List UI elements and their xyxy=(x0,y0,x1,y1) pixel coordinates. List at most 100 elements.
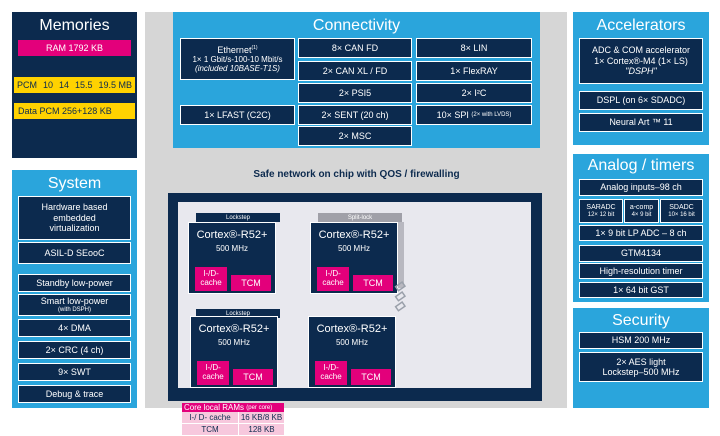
split-lock-link-icon xyxy=(394,281,407,312)
aes-line2: Lockstep–500 MHz xyxy=(602,367,680,377)
memories-title: Memories xyxy=(39,17,110,34)
local-ram-title: Core local RAMs xyxy=(184,403,245,412)
swt-block: 9× SWT xyxy=(18,363,131,381)
dma-block: 4× DMA xyxy=(18,319,131,337)
tcm-block: TCM xyxy=(351,369,391,385)
local-ram-value: 128 KB xyxy=(239,424,284,435)
system-panel: System Hardware based embedded virtualiz… xyxy=(12,170,137,408)
crc-block: 2× CRC (4 ch) xyxy=(18,341,131,359)
aes-line1: 2× AES light xyxy=(616,356,666,367)
saradc-label: SARADC xyxy=(586,203,616,211)
split-lock-tag: Split-lock xyxy=(318,213,402,222)
ethernet-footnote: (1) xyxy=(251,44,258,51)
msc-block: 2× MSC xyxy=(298,126,412,146)
pcm-step: 14 xyxy=(58,80,69,90)
ethernet-block: Ethernet(1) 1× 1 Gbit/s-100-10 Mbit/s (i… xyxy=(180,38,295,80)
core-frequency: 500 MHz xyxy=(337,244,370,253)
gst-block: 1× 64 bit GST xyxy=(579,282,703,298)
ethernet-label: Ethernet xyxy=(217,44,252,55)
neural-art-block: Neural Art ™ 11 xyxy=(579,113,703,132)
acomp-block: a-comp 4× 9 bit xyxy=(624,199,659,223)
acomp-sub: 4× 9 bit xyxy=(631,211,652,218)
spi-sub: (2× with LVDS) xyxy=(471,111,512,118)
aes-block: 2× AES light Lockstep–500 MHz xyxy=(579,352,703,382)
adc-com-accelerator-block: ADC & COM accelerator 1× Cortex®-M4 (1× … xyxy=(579,38,703,84)
system-title: System xyxy=(47,175,102,192)
data-pcm-block: Data PCM 256+128 KB xyxy=(14,103,135,119)
local-ram-value: 16 KB/8 KB xyxy=(239,412,284,423)
smart-lp-label: Smart low-power xyxy=(40,296,109,307)
security-panel: Security HSM 200 MHz 2× AES light Lockst… xyxy=(573,308,709,408)
cache-block: I-/D-cache xyxy=(197,361,229,385)
gtm-block: GTM4134 xyxy=(579,245,703,262)
saradc-block: SARADC 12× 12 bit xyxy=(579,199,623,223)
cache-block: I-/D-cache xyxy=(195,267,227,291)
cortex-r52-core-4: Cortex®-R52+ 500 MHz I-/D-cache TCM xyxy=(308,316,396,388)
core-name: Cortex®-R52+ xyxy=(198,323,270,335)
lp-adc-block: 1× 9 bit LP ADC – 8 ch xyxy=(579,225,703,241)
can-fd-block: 8× CAN FD xyxy=(298,38,412,58)
adc-line1: ADC & COM accelerator xyxy=(591,45,691,56)
core-name: Cortex®-R52+ xyxy=(316,323,388,335)
pcm-step: 10 xyxy=(42,80,53,90)
lockstep-tag: Lockstep xyxy=(196,309,280,318)
cortex-r52-core-1: Cortex®-R52+ 500 MHz I-/D-cache TCM xyxy=(188,222,276,294)
sdadc-label: SDADC xyxy=(669,203,694,211)
connectivity-title: Connectivity xyxy=(312,17,401,34)
flexray-block: 1× FlexRAY xyxy=(416,61,532,81)
tcm-block: TCM xyxy=(231,275,271,291)
core-name: Cortex®-R52+ xyxy=(196,229,268,241)
network-label: Safe network on chip with QOS / firewall… xyxy=(253,169,460,180)
psi5-block: 2× PSI5 xyxy=(298,83,412,103)
security-title: Security xyxy=(612,312,670,329)
i2c-block: 2× I²C xyxy=(416,83,532,103)
lockstep-tag: Lockstep xyxy=(196,213,280,222)
saradc-sub: 12× 12 bit xyxy=(587,211,615,218)
cortex-r52-core-3: Cortex®-R52+ 500 MHz I-/D-cache TCM xyxy=(190,316,278,388)
smart-lp-sub: (with DSPH) xyxy=(57,306,91,313)
core-frequency: 500 MHz xyxy=(335,338,368,347)
local-ram-label: I-/ D- cache xyxy=(182,412,238,423)
lin-block: 8× LIN xyxy=(416,38,532,58)
lfast-block: 1× LFAST (C2C) xyxy=(180,105,295,125)
cortex-r52-core-2: Cortex®-R52+ 500 MHz I-/D-cache TCM xyxy=(310,222,398,294)
cache-block: I-/D-cache xyxy=(317,267,349,291)
virtualization-block: Hardware based embedded virtualization xyxy=(18,196,131,240)
dspl-block: DSPL (on 6× SDADC) xyxy=(579,91,703,110)
adc-line3: "DSPH" xyxy=(625,66,657,77)
cache-block: I-/D-cache xyxy=(315,361,347,385)
pcm-step: 19.5 MB xyxy=(98,80,132,90)
memories-panel: Memories RAM 1792 KB PCM 10 14 15.5 19.5… xyxy=(12,12,137,158)
local-ram-label: TCM xyxy=(182,424,238,435)
sdadc-block: SDADC 10× 16 bit xyxy=(660,199,703,223)
analog-inputs-block: Analog inputs–98 ch xyxy=(579,179,703,196)
analog-timers-panel: Analog / timers Analog inputs–98 ch SARA… xyxy=(573,154,709,302)
connectivity-panel: Connectivity Ethernet(1) 1× 1 Gbit/s-100… xyxy=(173,12,540,148)
core-frequency: 500 MHz xyxy=(215,244,248,253)
ram-block: RAM 1792 KB xyxy=(18,40,131,56)
pcm-size-strip: PCM 10 14 15.5 19.5 MB xyxy=(14,77,135,93)
smart-lp-block: Smart low-power (with DSPH) xyxy=(18,294,131,316)
accelerators-panel: Accelerators ADC & COM accelerator 1× Co… xyxy=(573,12,709,145)
core-name: Cortex®-R52+ xyxy=(318,229,390,241)
sent-block: 2× SENT (20 ch) xyxy=(298,105,412,125)
asil-block: ASIL-D SEooC xyxy=(18,242,131,264)
tcm-block: TCM xyxy=(233,369,273,385)
acomp-label: a-comp xyxy=(629,203,654,211)
hr-timer-block: High-resolution timer xyxy=(579,263,703,279)
tcm-block: TCM xyxy=(353,275,393,291)
standby-block: Standby low-power xyxy=(18,274,131,292)
pcm-step: 15.5 xyxy=(74,80,93,90)
accelerators-title: Accelerators xyxy=(596,17,686,34)
adc-line2: 1× Cortex®-M4 (1× LS) xyxy=(594,55,688,66)
local-ram-sub: (per core) xyxy=(246,404,273,411)
sdadc-sub: 10× 16 bit xyxy=(668,211,695,218)
can-xl-block: 2× CAN XL / FD xyxy=(298,61,412,81)
ethernet-speed: 1× 1 Gbit/s-100-10 Mbit/s xyxy=(192,54,283,64)
hsm-block: HSM 200 MHz xyxy=(579,332,703,349)
spi-label: 10× SPI xyxy=(436,109,469,120)
analog-timers-title: Analog / timers xyxy=(587,157,695,174)
spi-block: 10× SPI (2× with LVDS) xyxy=(416,105,532,125)
debug-block: Debug & trace xyxy=(18,385,131,403)
local-ram-header: Core local RAMs (per core) xyxy=(182,403,284,412)
